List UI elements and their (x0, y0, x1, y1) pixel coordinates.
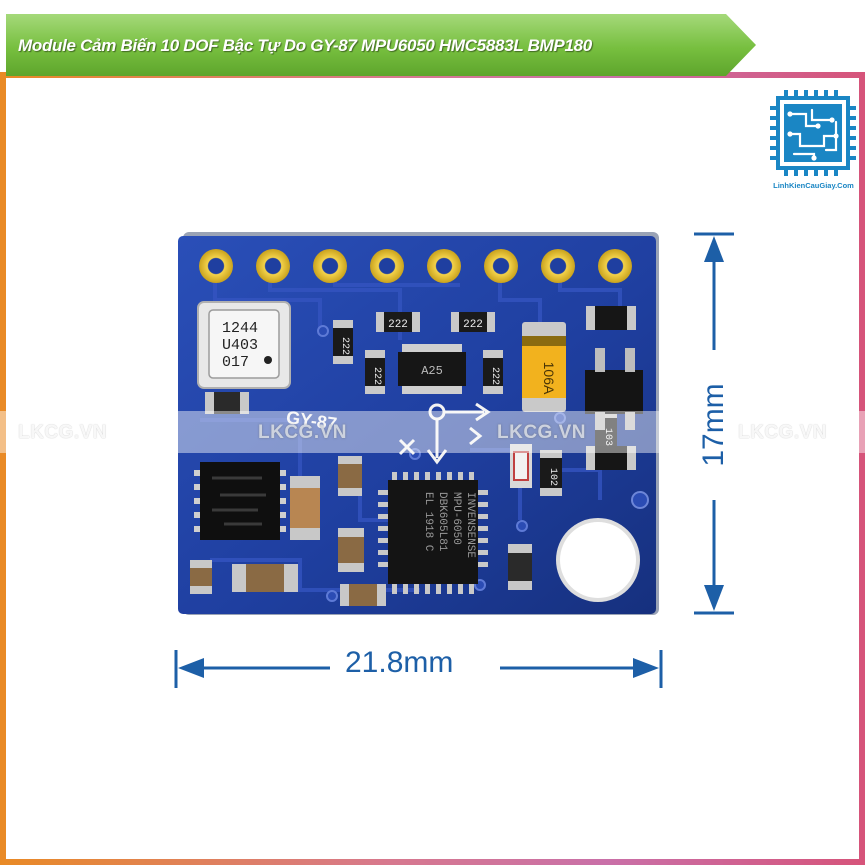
resistor-label: 103 (602, 428, 613, 446)
mpu6050-chip: INVENSENSE MPU-6050 DBK605L81 EL 1918 C (378, 472, 488, 594)
watermark-text: LKCG.VN (258, 422, 347, 443)
bmp-mark-3: 017 (222, 354, 249, 371)
width-dimension (174, 650, 663, 688)
watermark-text: LKCG.VN (18, 422, 107, 443)
hmc5883l-chip (194, 462, 286, 540)
resistor-label: 222 (371, 367, 382, 385)
bmp180-sensor: 1244 U403 017 (197, 301, 291, 389)
bmp-mark-2: U403 (222, 337, 258, 354)
height-dimension (694, 232, 734, 615)
silkscreen (398, 402, 491, 465)
voltage-regulator (585, 306, 643, 470)
header-pins (199, 249, 632, 283)
circuit-logo-icon (770, 90, 856, 176)
product-title: Module Cảm Biến 10 DOF Bậc Tự Do GY-87 M… (18, 36, 592, 55)
ldo-label: A25 (421, 364, 443, 378)
resistor-label: 222 (388, 319, 408, 331)
watermark-band (0, 411, 865, 453)
mpu-mark-1: INVENSENSE (464, 492, 476, 558)
watermark-text: LKCG.VN (497, 422, 586, 443)
resistor-label: 222 (489, 367, 500, 385)
ceramic-capacitors (190, 392, 532, 606)
logo-caption: LinhKienCauGiay.Com (773, 181, 854, 190)
watermark-text: LKCG.VN (738, 422, 827, 443)
title-banner (6, 14, 756, 76)
status-led (510, 444, 532, 488)
bmp-mark-1: 1244 (222, 320, 258, 337)
mounting-hole (556, 491, 649, 602)
mpu-mark-3: DBK605L81 (436, 492, 448, 552)
resistor-label: 222 (463, 319, 483, 331)
resistor-label: 102 (547, 468, 558, 486)
tantalum-capacitor: 106A (522, 322, 566, 412)
capacitor-label: 106A (541, 362, 557, 395)
height-label: 17mm (697, 383, 730, 467)
mpu-mark-2: MPU-6050 (450, 492, 462, 545)
mpu-mark-4: EL 1918 C (422, 492, 434, 552)
resistor-label: 222 (339, 337, 350, 355)
resistors: 222 222 222 222 222 102 103 (333, 312, 617, 496)
ldo-chip: A25 (398, 344, 466, 394)
width-label: 21.8mm (345, 646, 454, 679)
